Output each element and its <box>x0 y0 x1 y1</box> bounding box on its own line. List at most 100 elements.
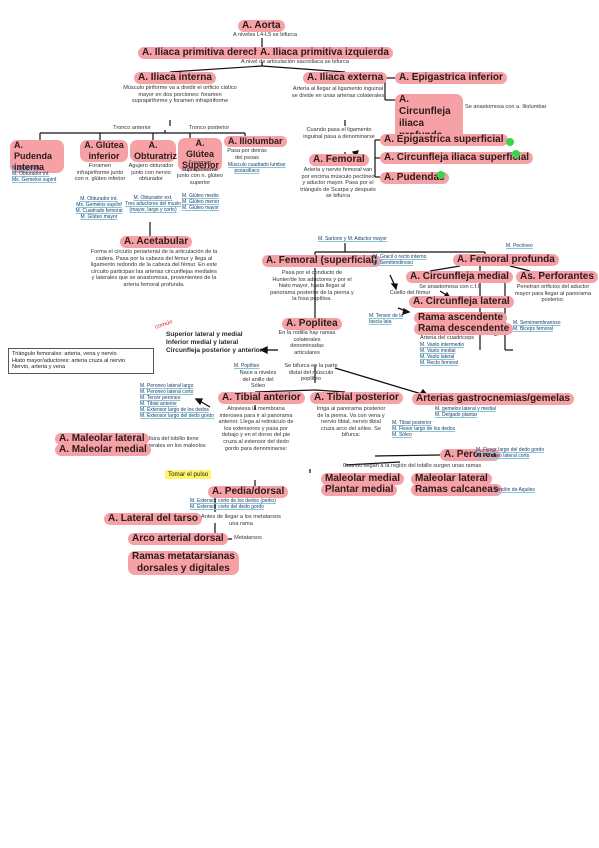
muscle-link: M. gemelos lateral y medial <box>435 406 496 412</box>
muscle-link: M. Pectíneo <box>506 243 533 249</box>
muscle-link: M. Peroneo lateral corto <box>140 389 194 395</box>
tobillo-note: Cuando llegan a la región del tobillo su… <box>342 463 482 469</box>
tibial-anterior-label: A. Tibial anterior <box>218 392 305 404</box>
muscle-link: M. Recto femoral <box>420 360 459 366</box>
muscle-link: M. Vasto intermedio <box>420 342 465 348</box>
acetabular-note: Forma el circuito periarterial de la art… <box>90 249 218 288</box>
genicular-item: Inferior medial y lateral <box>166 339 239 346</box>
muscle-link: M. Tibial anterior <box>140 401 177 407</box>
muscle-link: M. Poplíteo <box>234 363 260 369</box>
tomar-pulso-highlight: Tomar el pulso <box>165 470 212 479</box>
tibial-anterior-muscles: M. Peroneo lateral largo M. Peroneo late… <box>140 383 214 419</box>
femoral-pre-note: Cuando pasa el ligamento inguinal pasa a… <box>303 127 375 140</box>
femoral-superficial-note: Pasa por el conducto de Hunter/de los ad… <box>270 270 354 303</box>
perforantes-label: As. Perforantes <box>516 271 598 283</box>
poplitea-bifurca-note: Se bifurca en la parte distal del múscul… <box>284 363 338 383</box>
pudenda-interna-label: A. Pudenda interna <box>10 140 64 173</box>
muscle-link: M. Obturador int. <box>12 171 50 177</box>
note-line: Triángulo femorales: arteria, vena y ner… <box>12 351 117 357</box>
glutea-inferior-note: Foramen infrapiriforme junto con n. glút… <box>74 163 126 183</box>
femoral-note: Arteria y nervio femoral van por encima … <box>300 167 376 200</box>
muscle-link: M. Tercer peroneo <box>140 395 181 401</box>
circunfleja-medial-note: Se anastomosa con c.f.l <box>419 284 479 290</box>
iliaca-primitiva-derecha: A. Iliaca primitiva derecha <box>138 47 270 59</box>
pedia-muscles: M. Extensor corto de los dedos (pedio) M… <box>190 498 276 510</box>
muscle-link: M. Gracil o recto interno <box>373 254 427 260</box>
genicular-item: Superior lateral y medial <box>166 331 243 338</box>
muscle-link: Músculo cuadrado lumbar <box>228 162 286 168</box>
muscle-link: M. Extensor corto del dedo gordo <box>190 504 264 510</box>
rama-descendente-label: Rama descendente <box>414 323 514 335</box>
tibial-posterior-note: Irriga al panorama posterior de la piern… <box>316 406 386 439</box>
poplitea-label: A. Poplitea <box>282 318 342 330</box>
tronco-posterior: Tronco posterior <box>188 125 230 131</box>
arteria-cuadriceps: Arteria del cuadriceps <box>420 335 475 341</box>
maleolar-lateral-label: A. Maleolar lateral <box>55 433 149 445</box>
obturatriz-muscles: M. Obturador ext. Tres aductores del mus… <box>124 195 182 213</box>
green-marker <box>437 171 445 179</box>
perforantes-note: Penetran orificios del aductor mayor par… <box>514 284 592 304</box>
muscle-link: M. Tensor de la fascia lata <box>369 313 404 325</box>
iliolumbar-muscles: Músculo cuadrado lumbar psoasilíaco <box>228 162 286 174</box>
muscle-link: M. Semitendinoso <box>373 260 414 266</box>
muscle-link: Ms. Gemelos supinf <box>12 177 57 183</box>
triangulo-note-box: Triángulo femorales: arteria, vena y ner… <box>8 348 154 374</box>
cuadriceps-muscles: M. Vasto intermedio M. Vasto medial M. V… <box>420 342 464 366</box>
aorta-note: A niveles L4-L5 se bifurca <box>232 32 298 38</box>
rama-ascendente-label: Rama ascendente <box>414 312 508 324</box>
epigastrica-inferior-label: A. Epigastrica inferior <box>395 72 507 84</box>
muscle-link: M. Flexor largo del dedo gordo <box>476 447 545 453</box>
peronea-label: A. Peronea <box>440 449 501 461</box>
muscle-link: M. Sóleo <box>392 432 412 438</box>
gastrocnemias-label: Arterias gastrocnemias/gemelas <box>412 393 574 405</box>
muscle-link: M. Extensor largo del dedo gordo <box>140 413 214 419</box>
circunfleja-iliaca-superficial-label: A. Circunfleja iliaca superficial <box>380 152 534 164</box>
iliaca-interna-note: Músculo piriforme va a dividir el orific… <box>123 85 237 105</box>
maleolar-medial-label: Maleolar medial <box>321 473 405 485</box>
iliolumbar-note: Pasa por detrás del psoas <box>227 148 267 161</box>
pudenda-muscles: M. piramidal M. Obturador int. Ms. Gemel… <box>12 165 56 183</box>
glutea-inferior-muscles: M. Obturador int. Ms. Gemelos sup/inf M.… <box>64 196 134 220</box>
ramas-calcaneas-label: Ramas calcaneas <box>411 484 503 496</box>
iliaca-primitiva-note: A nivel de articulación sacroiliaca se b… <box>241 59 349 65</box>
ramas-line: dorsales y digitales <box>137 563 230 574</box>
muscle-link: M. Glúteo mayor <box>80 214 118 220</box>
femoral-label: A. Femoral <box>309 154 369 166</box>
maleolar-medial-label: A. Maleolar medial <box>55 444 151 456</box>
muscle-link: M. Cuadrado femoral <box>75 208 123 214</box>
glutea-superior-note: Foramen suprapiriforme junto con n. glút… <box>177 160 223 186</box>
poplitea-nace-note: Nace a niveles del anillo del Sóleo <box>239 370 277 390</box>
muscle-link: M. Extensor largo de los dedos <box>140 407 209 413</box>
muscle-link: M. Vasto lateral <box>420 354 455 360</box>
muscle-link: M. Peroneo lateral largo <box>140 383 194 389</box>
muscle-link: Ms. Gemelos sup/inf <box>76 202 122 208</box>
muscle-link: M. Semimembranoso <box>513 320 561 326</box>
maleolar-lateral-label: Maleolar lateral <box>411 473 492 485</box>
arco-arterial-dorsal-label: Arco arterial dorsal <box>128 533 228 545</box>
obturatriz-note: Agujero obturador junto con nervio obtur… <box>128 163 174 183</box>
cuello-femur: Cuello del fémur <box>389 290 431 296</box>
acetabular-label: A. Acetabular <box>120 236 193 248</box>
glutea-superior-muscles: M. Glúteo medio M. Glúteo menor M. Glúte… <box>182 193 219 211</box>
green-marker <box>506 138 514 146</box>
perforantes-muscles: M. Semimembranoso M. Biceps femoral <box>513 320 561 332</box>
muscle-link: M. Glúteo mayor <box>182 205 219 211</box>
muscle-link: Tendón de Aquiles <box>494 487 535 493</box>
iliaca-externa-note: Arteria al llegar al ligamento inguinal … <box>291 86 385 99</box>
circunfleja-profunda-note: Se anastomosa con a. Iliolumbar <box>465 104 547 110</box>
glutea-superior-label: A. Glútea Superior <box>178 138 222 171</box>
muscle-link: M. Glúteo menor <box>182 199 220 205</box>
glutea-inferior-label: A. Glútea inferior <box>80 140 128 162</box>
muscle-link: M. Peroneo lateral corto <box>476 453 530 459</box>
muscle-link: M. Extensor corto de los dedos (pedio) <box>190 498 276 504</box>
metatarsos-label: Metatarsos <box>234 535 262 541</box>
plantar-medial-label: Plantar medial <box>321 484 398 496</box>
muscle-link: M. Delgado plantar <box>435 412 478 418</box>
epigastrica-superficial-label: A. Epigastrica superficial <box>380 134 508 146</box>
aorta-label: A. Aorta <box>238 20 285 32</box>
muscle-link: M. piramidal <box>12 165 40 171</box>
tibial-anterior-note: Atraviesa la membrana interosea para ir … <box>218 406 294 452</box>
genicular-item: Circunfleja posterior y anterior <box>166 347 263 354</box>
pudendas-label: A. Pudendas <box>380 172 449 184</box>
